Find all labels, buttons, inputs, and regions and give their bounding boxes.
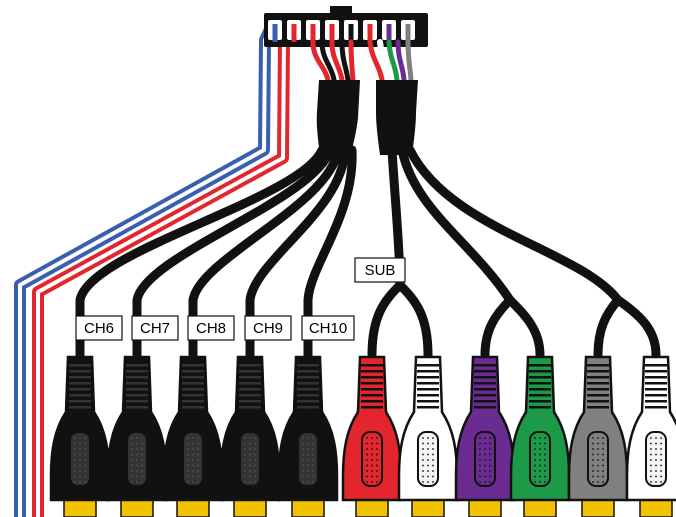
plug-white bbox=[625, 355, 676, 517]
label-ch6: CH6 bbox=[75, 315, 123, 341]
heat-shrink-sleeves bbox=[316, 80, 418, 155]
plug-ch7 bbox=[106, 355, 168, 517]
label-sub: SUB bbox=[354, 257, 406, 283]
label-ch6-text: CH6 bbox=[84, 320, 114, 337]
label-ch9-text: CH9 bbox=[253, 320, 283, 337]
rca-cables bbox=[75, 145, 661, 360]
rca-plugs bbox=[49, 355, 676, 517]
label-sub-text: SUB bbox=[365, 262, 396, 279]
sleeve-right bbox=[376, 80, 418, 155]
plug-ch9 bbox=[219, 355, 281, 517]
channel-labels: CH6 CH7 CH8 CH9 CH10 SUB bbox=[75, 257, 406, 341]
plug-ch8 bbox=[162, 355, 224, 517]
sleeve-left bbox=[316, 80, 360, 155]
label-ch7: CH7 bbox=[131, 315, 179, 341]
label-ch7-text: CH7 bbox=[140, 320, 170, 337]
label-ch8-text: CH8 bbox=[196, 320, 226, 337]
label-ch10: CH10 bbox=[301, 315, 355, 341]
label-ch10-text: CH10 bbox=[309, 320, 347, 337]
label-ch8: CH8 bbox=[187, 315, 235, 341]
plug-ch6 bbox=[49, 355, 111, 517]
plug-sub-right bbox=[397, 355, 459, 517]
connector-leads bbox=[310, 39, 414, 83]
plug-purple bbox=[454, 355, 516, 517]
label-ch9: CH9 bbox=[244, 315, 292, 341]
plug-sub-left bbox=[341, 355, 403, 517]
plug-green bbox=[509, 355, 571, 517]
wiring-connector bbox=[264, 6, 428, 47]
plug-gray bbox=[567, 355, 629, 517]
plug-ch10 bbox=[277, 355, 339, 517]
